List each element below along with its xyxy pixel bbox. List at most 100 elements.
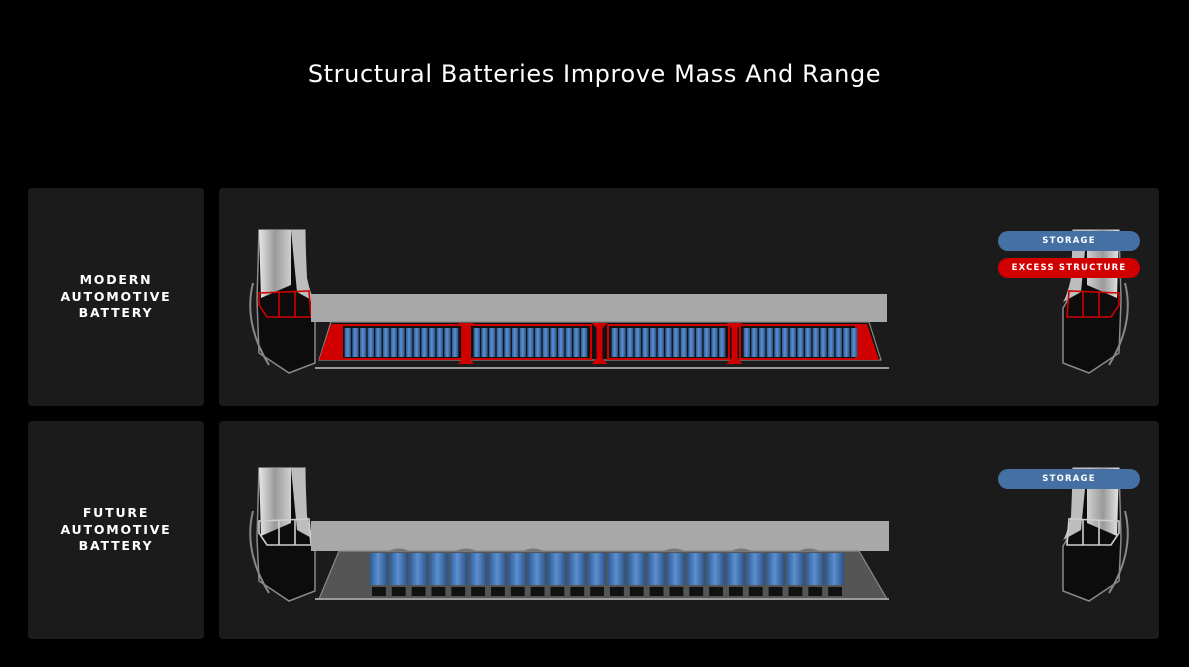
sill-box — [258, 518, 312, 546]
label-line: BATTERY — [78, 305, 154, 321]
battery-cell — [359, 328, 367, 357]
battery-cell — [344, 328, 352, 357]
battery-cell — [413, 328, 421, 357]
battery-cell — [519, 328, 527, 357]
floor-bump — [797, 548, 821, 552]
cell-cooling-slot — [550, 587, 565, 596]
battery-cell — [449, 553, 468, 585]
module-casing — [607, 324, 730, 360]
outer-panel — [249, 510, 270, 594]
battery-cell — [746, 553, 765, 585]
page-title: Structural Batteries Improve Mass And Ra… — [307, 60, 882, 88]
sill-box — [1066, 518, 1120, 546]
cell-cooling-slot — [510, 587, 525, 596]
battery-cell — [642, 328, 649, 357]
cell-cooling-slot — [391, 587, 406, 596]
battery-cell — [488, 553, 508, 585]
pillar — [259, 230, 291, 298]
battery-cell — [550, 328, 557, 357]
cell-cooling-slot — [689, 587, 704, 596]
cross-member — [726, 323, 743, 364]
battery-cell — [528, 553, 547, 585]
battery-cell — [667, 553, 686, 585]
legend-storage-badge: STORAGE — [998, 469, 1140, 489]
cell-cooling-slot — [649, 587, 664, 596]
battery-cell — [634, 328, 642, 357]
battery-cell — [743, 328, 751, 357]
battery-cell — [680, 328, 688, 357]
future-battery-cross-section — [249, 467, 1129, 602]
future-battery-label: FUTURE AUTOMOTIVE BATTERY — [60, 505, 171, 555]
pillar-inner — [291, 230, 315, 302]
battery-cell — [557, 328, 565, 357]
floor-bump — [454, 548, 478, 552]
battery-cell — [711, 328, 718, 357]
battery-cell — [375, 328, 382, 357]
outer-panel — [1108, 510, 1129, 594]
left-side-sill — [249, 467, 316, 602]
battery-cell — [428, 328, 436, 357]
battery-cell — [565, 328, 573, 357]
cell-cooling-slot — [729, 587, 743, 596]
cell-cooling-slot — [372, 587, 386, 596]
battery-cell — [688, 328, 695, 357]
battery-cell — [649, 328, 657, 357]
battery-cell — [626, 328, 634, 357]
floor-bump — [729, 548, 753, 552]
battery-cell — [843, 328, 850, 357]
floor-bump — [387, 548, 411, 552]
pillar-inner — [291, 468, 315, 540]
battery-cell — [367, 328, 375, 357]
battery-cell — [548, 553, 567, 585]
battery-cell — [508, 553, 527, 585]
battery-cell — [496, 328, 504, 357]
battery-cell — [687, 553, 706, 585]
cell-cooling-slot — [788, 587, 803, 596]
battery-cell — [850, 328, 858, 357]
modern-battery-label: MODERN AUTOMOTIVE BATTERY — [60, 272, 171, 322]
battery-cell — [389, 553, 408, 585]
battery-cell — [421, 328, 428, 357]
cell-cooling-slot — [808, 587, 823, 596]
battery-cell — [542, 328, 550, 357]
battery-cell — [665, 328, 672, 357]
cell-cooling-slot — [629, 587, 644, 596]
battery-cell — [695, 328, 703, 357]
battery-cell — [766, 553, 785, 585]
modern-battery-label-panel: MODERN AUTOMOTIVE BATTERY — [28, 188, 204, 406]
battery-cell — [398, 328, 405, 357]
battery-cell — [627, 553, 646, 585]
battery-cell — [534, 328, 542, 357]
cell-cooling-slot — [570, 587, 585, 596]
floor-pan — [311, 521, 889, 551]
cell-cooling-slot — [768, 587, 783, 596]
battery-cell — [825, 553, 845, 585]
modern-battery-cross-section — [249, 229, 1129, 374]
battery-cell — [511, 328, 519, 357]
battery-cell — [806, 553, 825, 585]
battery-cell — [444, 328, 451, 357]
cell-cooling-slot — [530, 587, 545, 596]
battery-cell — [573, 328, 580, 357]
label-line: MODERN — [79, 272, 153, 288]
legend-excess-structure-badge: EXCESS STRUCTURE — [998, 258, 1140, 278]
battery-cell — [804, 328, 812, 357]
pillar — [259, 468, 291, 536]
battery-cell — [758, 328, 766, 357]
battery-cell — [568, 553, 587, 585]
module-casing — [340, 324, 463, 360]
floor-pan — [311, 294, 887, 322]
battery-cell — [703, 328, 711, 357]
battery-cell — [706, 553, 726, 585]
outer-panel — [1108, 282, 1129, 366]
battery-cell — [820, 328, 827, 357]
cell-cooling-slot — [748, 587, 763, 596]
cell-cooling-slot — [669, 587, 684, 596]
cell-cooling-slot — [451, 587, 466, 596]
cell-cooling-slot — [610, 587, 624, 596]
cross-member — [591, 323, 608, 364]
left-side-sill — [249, 229, 316, 374]
cell-cooling-slot — [590, 587, 604, 596]
sill-box — [258, 290, 312, 318]
label-line: AUTOMOTIVE — [60, 521, 172, 537]
